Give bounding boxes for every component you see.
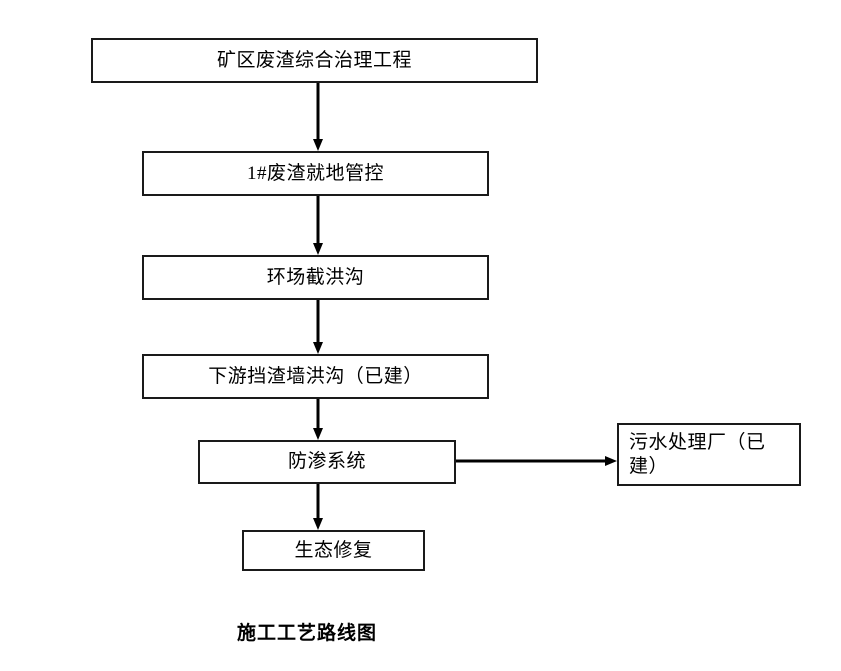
diagram-caption: 施工工艺路线图 [237, 623, 378, 644]
node-mine-waste-project[interactable]: 矿区废渣综合治理工程 [91, 38, 538, 83]
node-label: 生态修复 [294, 539, 373, 561]
node-waste-onsite-control[interactable]: 1#废渣就地管控 [142, 151, 489, 196]
node-label: 环场截洪沟 [266, 266, 365, 288]
node-label: 矿区废渣综合治理工程 [216, 49, 412, 71]
node-perimeter-flood-ditch[interactable]: 环场截洪沟 [142, 255, 489, 300]
node-label: 下游挡渣墙洪沟（已建） [208, 365, 423, 387]
node-label: 1#废渣就地管控 [246, 162, 384, 184]
node-label: 污水处理厂（已 建） [629, 431, 766, 477]
node-label: 防渗系统 [287, 451, 366, 473]
node-ecological-restoration[interactable]: 生态修复 [242, 530, 425, 571]
node-wastewater-treatment-plant[interactable]: 污水处理厂（已 建） [617, 423, 801, 486]
node-downstream-retaining-wall-ditch[interactable]: 下游挡渣墙洪沟（已建） [142, 354, 489, 399]
node-anti-seepage-system[interactable]: 防渗系统 [198, 440, 456, 484]
